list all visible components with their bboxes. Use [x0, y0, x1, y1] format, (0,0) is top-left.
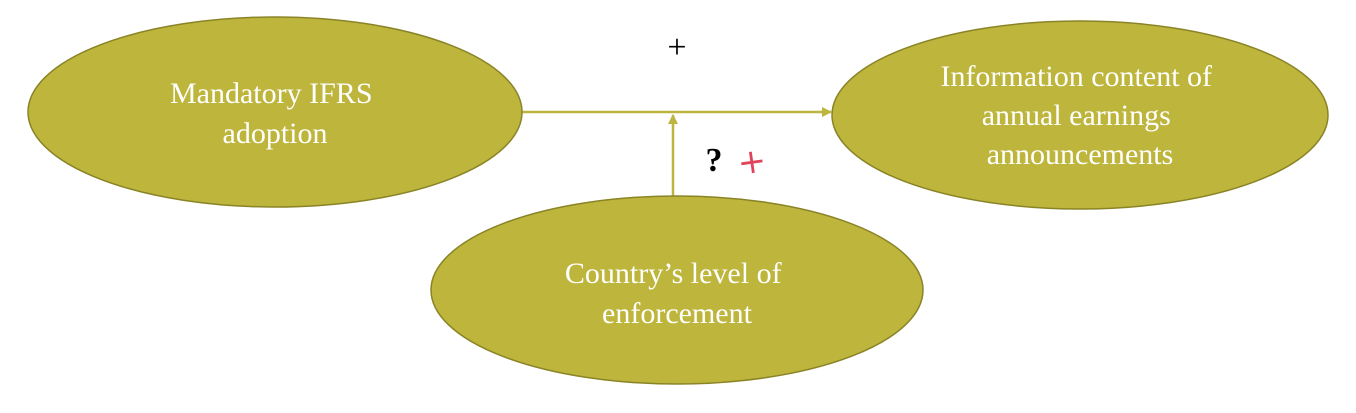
node-enforcement-shape [430, 195, 924, 385]
handwritten-plus-annotation: + [735, 140, 769, 184]
node-ifrs-line-1: Mandatory IFRS [170, 77, 373, 110]
node-enforcement-label: Country’s level of enforcement [565, 257, 789, 330]
node-ifrs-shape [27, 16, 523, 208]
node-ifrs-line-2: adoption [223, 117, 328, 150]
node-enforcement: Country’s level of enforcement [430, 195, 924, 385]
node-info-line-1: Information content of [940, 60, 1212, 93]
node-info-line-3: announcements [987, 138, 1174, 171]
moderation-sign: ? [706, 142, 723, 179]
node-info-shape [831, 20, 1329, 210]
node-info-line-2: annual earnings [982, 99, 1171, 132]
main-effect-sign: + [667, 29, 686, 66]
node-ifrs-adoption: Mandatory IFRS adoption [27, 16, 523, 208]
node-ifrs-label: Mandatory IFRS adoption [170, 77, 380, 150]
node-enforcement-line-2: enforcement [602, 297, 753, 330]
node-information-content: Information content of annual earnings a… [831, 20, 1329, 210]
node-enforcement-line-1: Country’s level of [565, 257, 782, 290]
node-info-label: Information content of annual earnings a… [940, 60, 1219, 171]
